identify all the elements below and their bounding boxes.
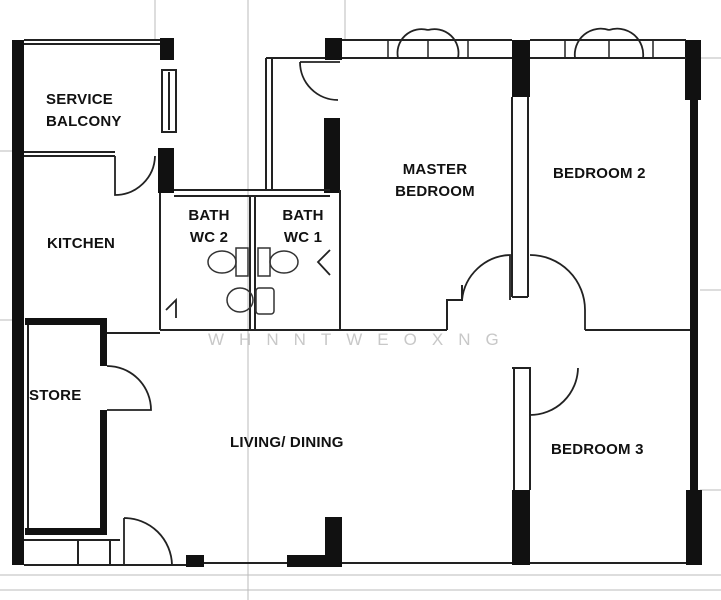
door-swings: [106, 27, 645, 566]
service-balcony-line1: SERVICE: [46, 91, 113, 108]
label-service-balcony: SERVICE BALCONY: [46, 91, 122, 131]
master-bedroom-line2: BEDROOM: [395, 183, 475, 200]
structural-walls: [12, 38, 702, 567]
bath-wc1-line2: WC 1: [283, 229, 323, 246]
windows: [387, 39, 654, 59]
master-bedroom-line1: MASTER: [402, 161, 468, 178]
bath-wc1-line1: BATH: [282, 207, 324, 224]
bath-wc2-line1: BATH: [188, 207, 230, 224]
label-living-dining: LIVING/ DINING: [230, 434, 344, 452]
watermark: WHNNTWEOXNG: [208, 330, 514, 349]
service-balcony-line2: BALCONY: [46, 113, 122, 130]
bedroom3-line1: BEDROOM 3: [551, 441, 644, 458]
label-bedroom-2: BEDROOM 2: [553, 165, 646, 183]
label-kitchen: KITCHEN: [47, 235, 115, 253]
label-bath-wc2: BATH WC 2: [183, 207, 235, 247]
store-line1: STORE: [29, 387, 82, 404]
label-store: STORE: [29, 387, 81, 405]
bedroom2-line1: BEDROOM 2: [553, 165, 646, 182]
living-dining-line1: LIVING/ DINING: [230, 434, 344, 451]
partitions: [24, 39, 690, 566]
sanitary-fixtures: [207, 247, 299, 315]
label-bath-wc1: BATH WC 1: [277, 207, 329, 247]
label-master-bedroom: MASTER BEDROOM: [380, 161, 490, 201]
label-bedroom-3: BEDROOM 3: [551, 441, 644, 459]
bath-wc2-line2: WC 2: [189, 229, 229, 246]
kitchen-line1: KITCHEN: [47, 235, 116, 252]
